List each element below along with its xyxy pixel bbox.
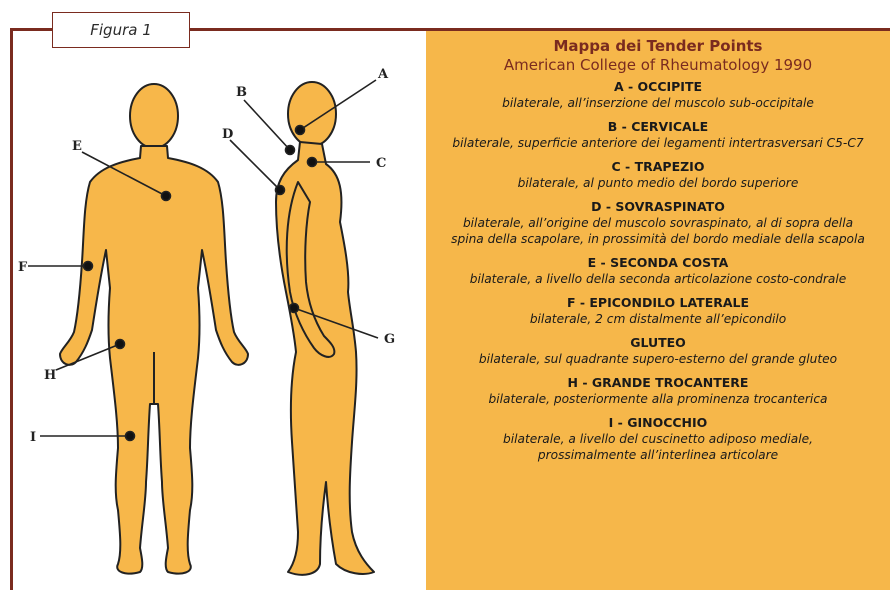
label-b: B <box>236 85 247 100</box>
point-description: bilaterale, a livello della seconda arti… <box>426 271 890 287</box>
point-heading: E - SECONDA COSTA <box>426 255 890 271</box>
legend-panel: Mappa dei Tender Points American College… <box>426 31 890 590</box>
point-heading: C - TRAPEZIO <box>426 159 890 175</box>
point-entry-i: I - GINOCCHIO bilaterale, a livello del … <box>426 415 890 463</box>
point-b-marker <box>286 146 295 155</box>
point-heading: A - OCCIPITE <box>426 79 890 95</box>
label-c: C <box>376 156 386 171</box>
panel-subtitle: American College of Rheumatology 1990 <box>426 56 890 75</box>
point-description: bilaterale, sul quadrante supero-esterno… <box>426 351 890 367</box>
point-c-marker <box>308 158 317 167</box>
figure-label-tab: Figura 1 <box>52 12 190 48</box>
label-e: E <box>72 139 82 154</box>
point-g-marker <box>290 304 299 313</box>
label-d: D <box>222 127 233 142</box>
figure-label: Figura 1 <box>90 21 152 39</box>
frame-left-border <box>10 28 13 590</box>
point-a-marker <box>296 126 305 135</box>
point-description: bilaterale, superficie anteriore dei leg… <box>426 135 890 151</box>
front-body-figure <box>60 84 248 574</box>
point-description-line-2: spina della scapolare, in prossimità del… <box>426 231 890 247</box>
side-body-figure <box>276 82 374 575</box>
point-heading: B - CERVICALE <box>426 119 890 135</box>
side-head <box>288 82 336 146</box>
point-entry-d: D - SOVRASPINATO bilaterale, all’origine… <box>426 199 890 247</box>
body-figures-svg: A B C D E F G H I <box>14 52 426 584</box>
point-entry-a: A - OCCIPITE bilaterale, all’inserzione … <box>426 79 890 111</box>
leader-line-b <box>244 100 290 150</box>
label-a: A <box>377 67 389 82</box>
point-heading: D - SOVRASPINATO <box>426 199 890 215</box>
point-description: bilaterale, al punto medio del bordo sup… <box>426 175 890 191</box>
point-entry-c: C - TRAPEZIO bilaterale, al punto medio … <box>426 159 890 191</box>
tender-points-diagram: A B C D E F G H I <box>14 52 426 584</box>
point-heading: I - GINOCCHIO <box>426 415 890 431</box>
panel-title: Mappa dei Tender Points <box>426 37 890 56</box>
point-heading: F - EPICONDILO LATERALE <box>426 295 890 311</box>
point-entry-e: E - SECONDA COSTA bilaterale, a livello … <box>426 255 890 287</box>
point-heading: GLUTEO <box>426 335 890 351</box>
point-e-marker <box>162 192 171 201</box>
point-entry-h: H - GRANDE TROCANTERE bilaterale, poster… <box>426 375 890 407</box>
point-heading: H - GRANDE TROCANTERE <box>426 375 890 391</box>
leader-line-d <box>230 140 280 190</box>
point-description: bilaterale, posteriormente alla prominen… <box>426 391 890 407</box>
point-d-marker <box>276 186 285 195</box>
point-description-line-2: prossimalmente all’interlinea articolare <box>426 447 890 463</box>
label-g: G <box>384 332 395 347</box>
point-entry-g: GLUTEO bilaterale, sul quadrante supero-… <box>426 335 890 367</box>
point-entry-b: B - CERVICALE bilaterale, superficie ant… <box>426 119 890 151</box>
point-description-line-1: bilaterale, a livello del cuscinetto adi… <box>426 431 890 447</box>
label-i: I <box>30 430 36 445</box>
point-description: bilaterale, 2 cm distalmente all’epicond… <box>426 311 890 327</box>
point-entry-f: F - EPICONDILO LATERALE bilaterale, 2 cm… <box>426 295 890 327</box>
label-h: H <box>44 368 56 383</box>
point-description-line-1: bilaterale, all’origine del muscolo sovr… <box>426 215 890 231</box>
point-h-marker <box>116 340 125 349</box>
front-head <box>130 84 178 148</box>
point-i-marker <box>126 432 135 441</box>
point-f-marker <box>84 262 93 271</box>
label-f: F <box>18 260 28 275</box>
point-description: bilaterale, all’inserzione del muscolo s… <box>426 95 890 111</box>
